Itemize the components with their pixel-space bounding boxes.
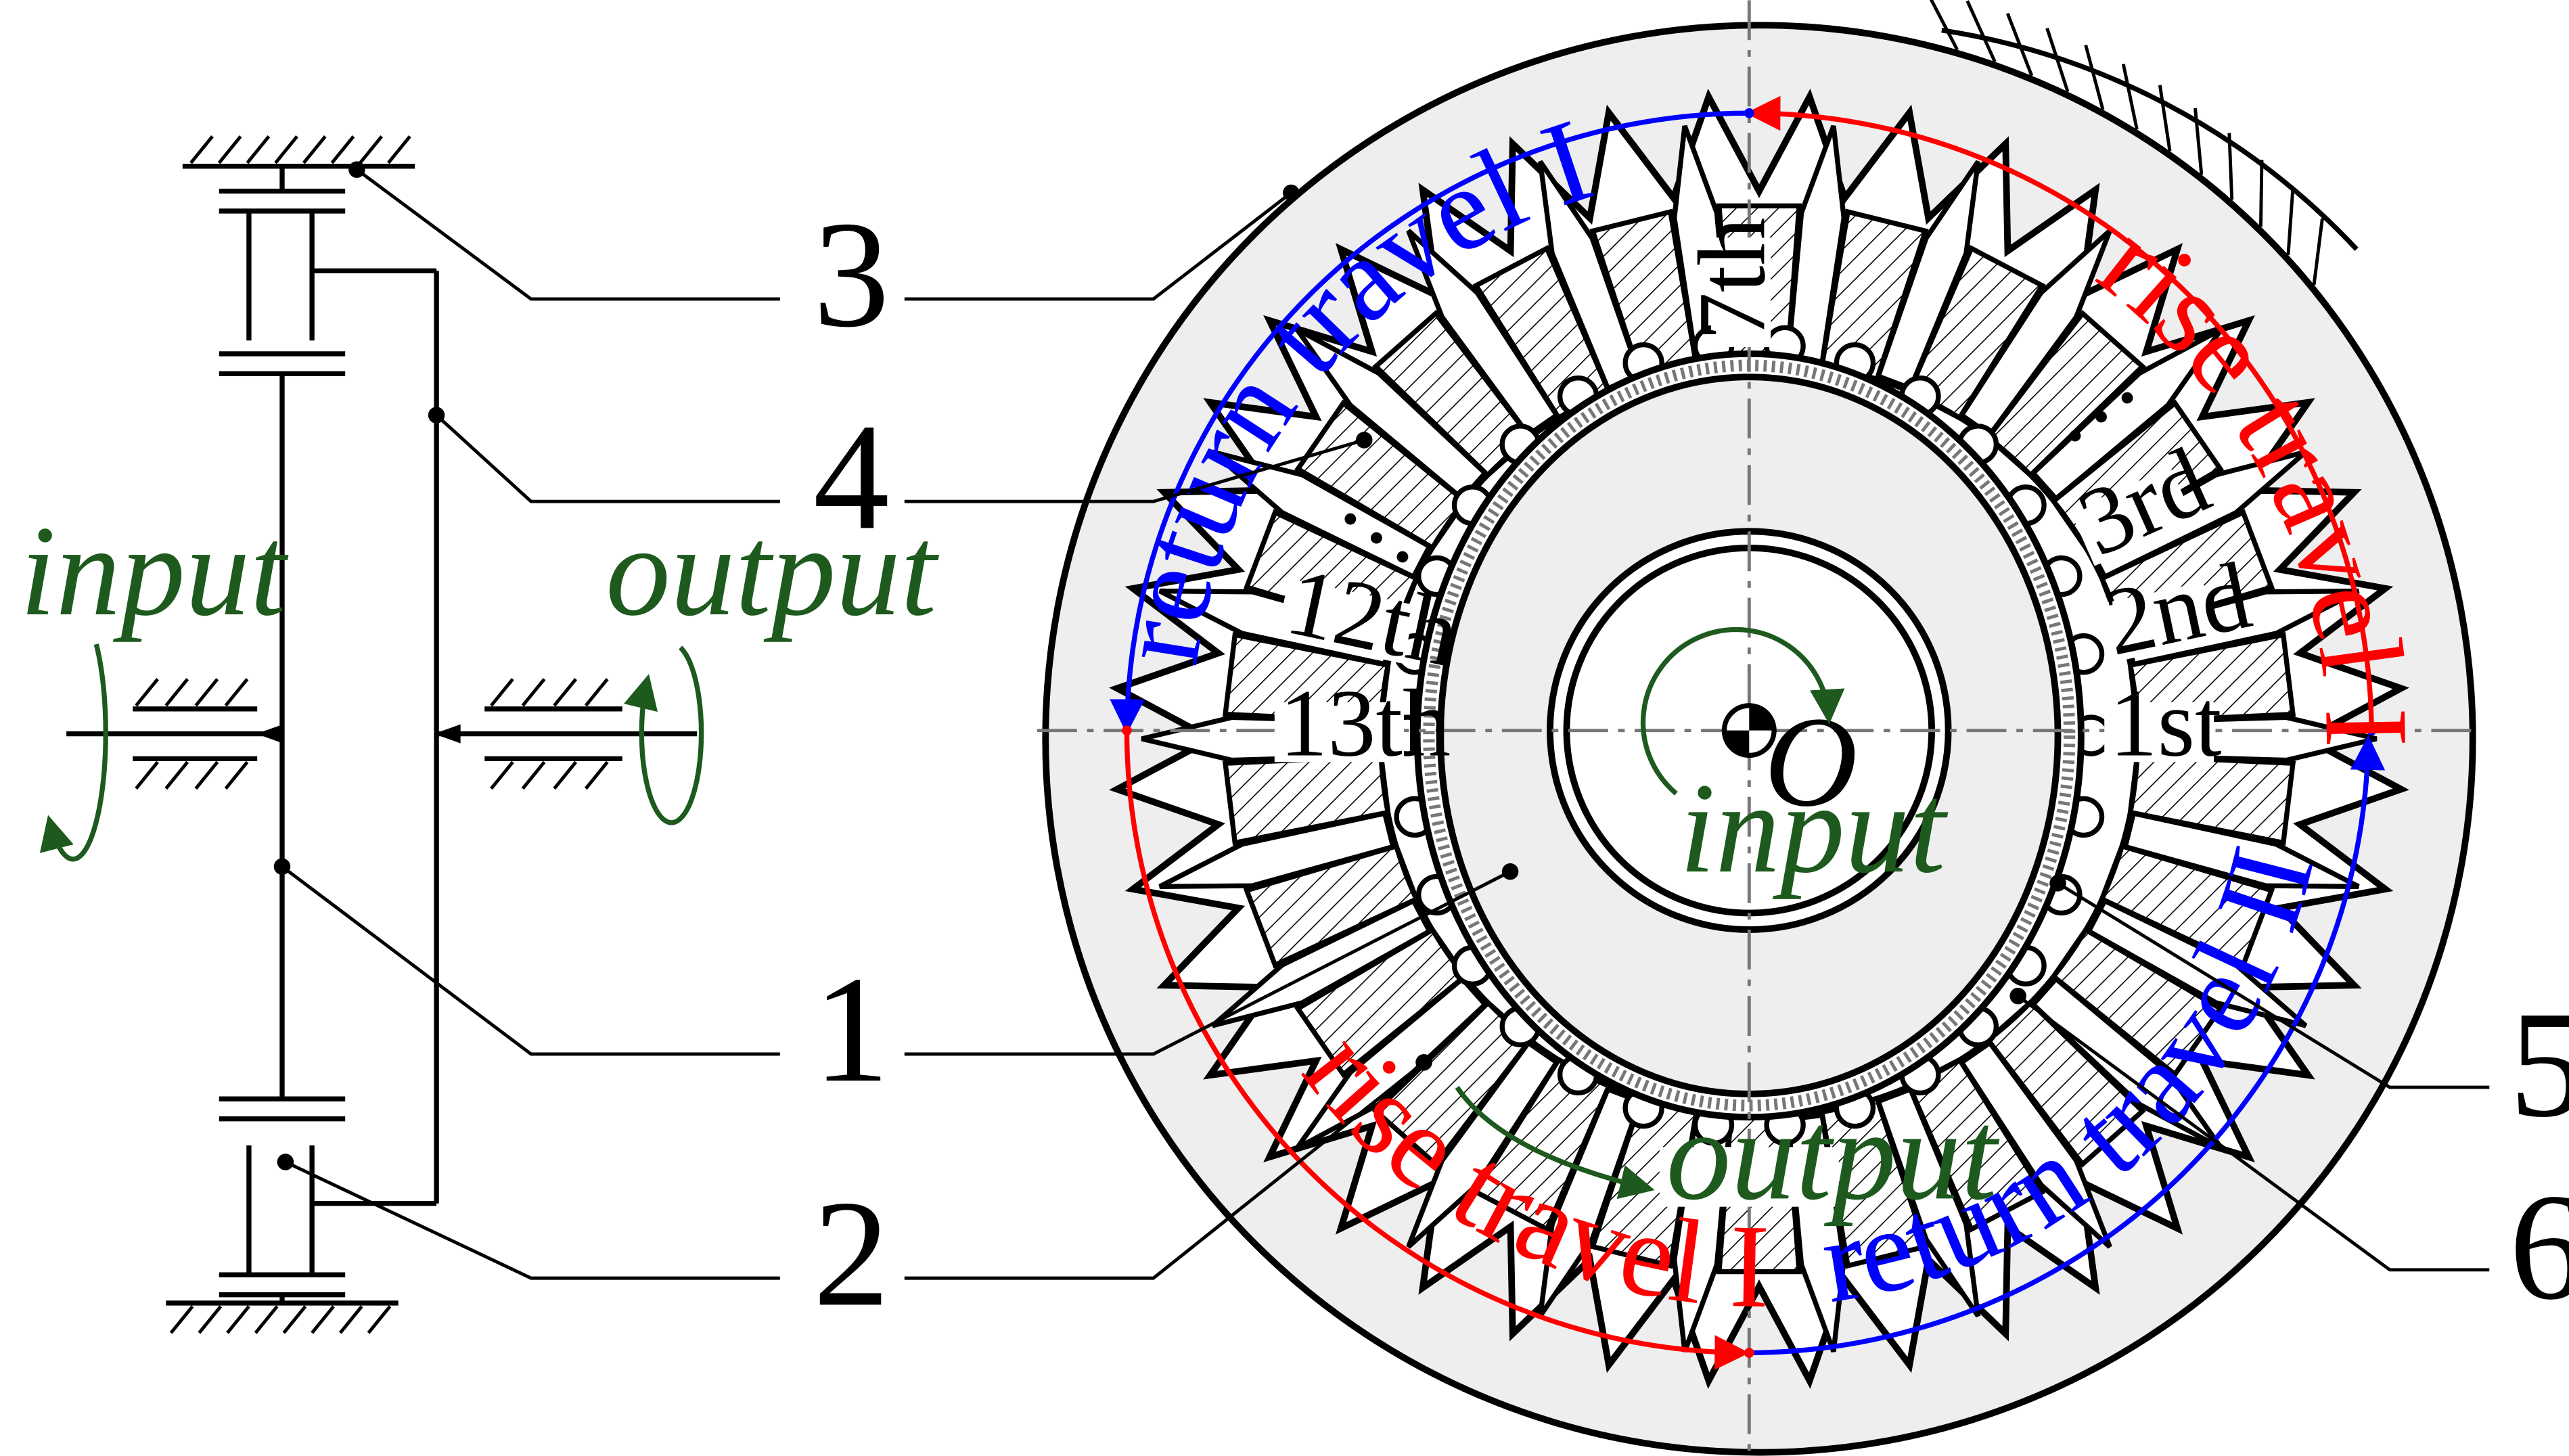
callout-6: 6: [2509, 1162, 2569, 1332]
ground-top: [182, 135, 415, 191]
input-shaft: [66, 678, 283, 790]
output-rotation-arrow-center: [1455, 1085, 1655, 1200]
kinematic-schematic: [39, 135, 704, 1334]
output-rotation-arrow: [623, 645, 704, 825]
callout-4: 4: [813, 392, 890, 561]
center-output-label: output: [1666, 1084, 2000, 1227]
kinematic-input-label: input: [20, 500, 288, 643]
callout-dots-left: [273, 161, 445, 1170]
gear-pair-top: [219, 188, 437, 376]
callout-1: 1: [813, 945, 890, 1114]
rise-travel-1-arc: [1745, 95, 2374, 731]
gear-pair-bottom: [219, 1096, 437, 1303]
pin-label-7th: 7th: [1678, 217, 1785, 340]
output-label-bg: [1659, 1147, 1839, 1207]
output-shaft: [434, 678, 698, 790]
callout-3: 3: [813, 189, 890, 359]
callout-5: 5: [2509, 980, 2569, 1149]
pin-label-1st: 1st: [2110, 669, 2222, 776]
ground-right: [1941, 27, 2359, 251]
return-travel-1-arc: [1110, 110, 1750, 735]
input-rotation-arrow-center: [1640, 627, 1845, 796]
input-rotation-arrow: [39, 643, 108, 862]
return-travel-2-arc: [1749, 735, 2386, 1356]
callout-2: 2: [813, 1168, 890, 1338]
center-symbol: [1721, 703, 1777, 758]
travel-arc-endpoints: [1122, 108, 2377, 1358]
callout-numbers: 3 4 1 2 5 6: [813, 189, 2569, 1338]
wave-drive: O input output return travel I rise trav…: [0, 0, 2476, 1456]
pin-label-13th: 13th: [1279, 669, 1451, 776]
ground-bottom: [166, 1300, 399, 1334]
callout-leaders: [281, 168, 2490, 1280]
rise-travel-2-arc: [1124, 733, 1750, 1370]
kinematic-output-label: output: [606, 500, 939, 643]
center-input-label: input: [1679, 757, 1948, 900]
